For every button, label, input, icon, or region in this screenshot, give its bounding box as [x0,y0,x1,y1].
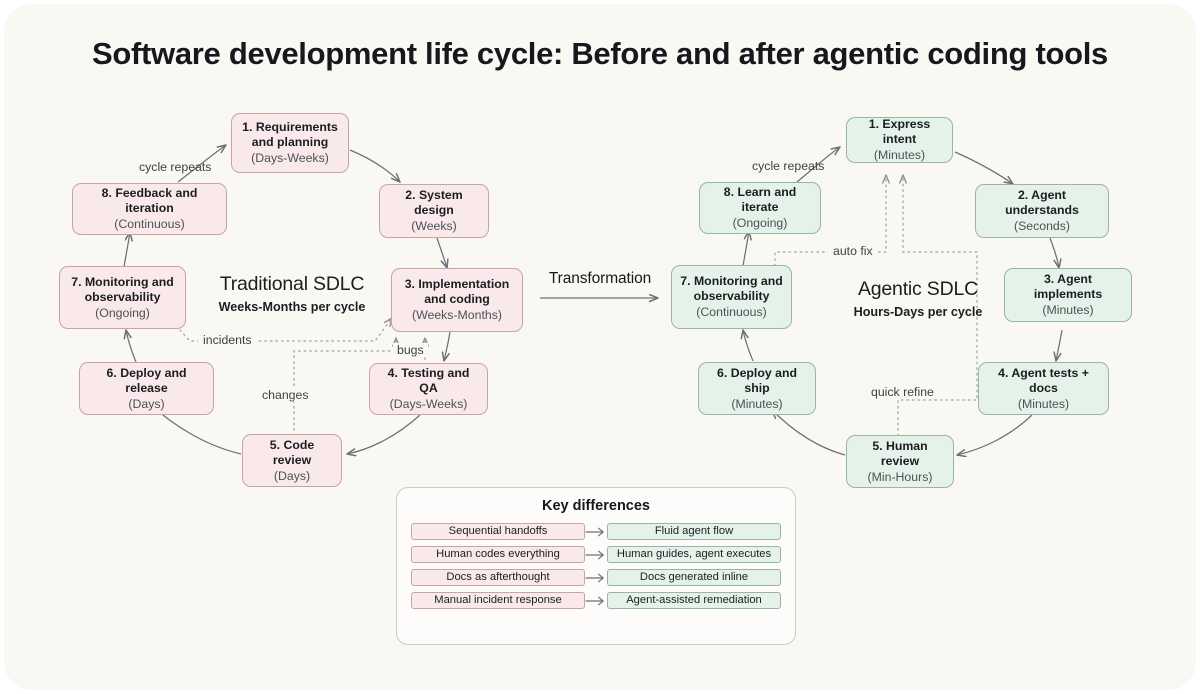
node-time: (Ongoing) [732,216,788,230]
legend-before-chip: Manual incident response [411,592,585,609]
node-time: (Weeks) [411,219,457,233]
edge-label-cycle-repeats-right: cycle repeats [752,159,825,173]
node-agentic-4[interactable]: 4. Agent tests + docs (Minutes) [978,362,1109,415]
node-agentic-6[interactable]: 6. Deploy and ship (Minutes) [698,362,816,415]
node-agentic-5[interactable]: 5. Human review (Min-Hours) [846,435,954,488]
node-time: (Days-Weeks) [251,151,329,165]
node-label: 3. Agent implements [1033,272,1103,301]
node-traditional-5[interactable]: 5. Code review (Days) [242,434,342,487]
legend-after-chip: Human guides, agent executes [607,546,781,563]
edge-label-cycle-repeats-left: cycle repeats [139,160,212,174]
edge-label-quick-refine: quick refine [866,385,939,399]
node-label: 5. Human review [872,438,928,468]
node-time: (Days-Weeks) [389,397,468,411]
node-time: (Ongoing) [95,305,150,320]
node-label: 5. Code review [269,437,315,467]
edge-label-bugs: bugs [393,343,428,357]
node-traditional-6[interactable]: 6. Deploy and release (Days) [79,362,214,415]
legend-row: Sequential handoffs Fluid agent flow [411,523,781,540]
node-label: 7. Monitoring and observability [680,274,783,303]
traditional-subtitle: Weeks-Months per cycle [218,300,366,314]
node-traditional-1[interactable]: 1. Requirements and planning (Days-Weeks… [231,113,349,173]
arrow-right-icon [585,546,607,563]
edge-label-changes: changes [257,388,314,402]
node-label: 1. Requirements and planning [242,120,338,149]
legend-after-chip: Agent-assisted remediation [607,592,781,609]
arrow-right-icon [585,523,607,540]
edge-label-auto-fix: auto fix [828,244,878,258]
node-time: (Minutes) [731,396,783,411]
node-time: (Minutes) [1017,396,1070,411]
transformation-block: Transformation [530,270,670,288]
legend-row: Manual incident response Agent-assisted … [411,592,781,609]
node-time: (Minutes) [873,148,926,162]
key-differences-panel: Key differences Sequential handoffs Flui… [396,487,796,645]
legend-row: Docs as afterthought Docs generated inli… [411,569,781,586]
node-agentic-2[interactable]: 2. Agent understands (Seconds) [975,184,1109,238]
node-traditional-2[interactable]: 2. System design (Weeks) [379,184,489,238]
legend-before-chip: Sequential handoffs [411,523,585,540]
node-traditional-3[interactable]: 3. Implementation and coding (Weeks-Mont… [391,268,523,332]
node-traditional-7[interactable]: 7. Monitoring and observability (Ongoing… [59,266,186,329]
node-time: (Continuous) [114,217,185,231]
node-label: 8. Learn and iterate [723,185,797,214]
node-traditional-8[interactable]: 8. Feedback and iteration (Continuous) [72,183,227,235]
node-agentic-3[interactable]: 3. Agent implements (Minutes) [1004,268,1132,322]
node-label: 7. Monitoring and observability [71,274,174,304]
node-label: 1. Express intent [868,117,931,146]
legend-after-chip: Fluid agent flow [607,523,781,540]
legend-after-chip: Docs generated inline [607,569,781,586]
edge-label-incidents: incidents [198,333,257,347]
node-label: 2. Agent understands [1005,188,1079,217]
transformation-label: Transformation [548,270,652,287]
node-agentic-7[interactable]: 7. Monitoring and observability (Continu… [671,265,792,329]
node-label: 3. Implementation and coding [404,277,510,306]
arrow-right-icon [585,592,607,609]
traditional-title: Traditional SDLC [219,273,365,295]
node-time: (Weeks-Months) [412,308,502,322]
legend-row: Human codes everything Human guides, age… [411,546,781,563]
node-label: 4. Testing and QA [387,366,470,395]
node-time: (Days) [128,396,165,411]
node-time: (Min-Hours) [867,469,933,484]
legend-title: Key differences [542,498,650,514]
page-title: Software development life cycle: Before … [91,36,1108,71]
node-label: 6. Deploy and ship [717,365,797,395]
legend-before-chip: Human codes everything [411,546,585,563]
node-label: 4. Agent tests + docs [998,365,1089,395]
node-agentic-8[interactable]: 8. Learn and iterate (Ongoing) [699,182,821,234]
node-label: 8. Feedback and iteration [101,186,198,215]
node-time: (Seconds) [1013,219,1071,233]
node-label: 6. Deploy and release [106,365,187,395]
node-agentic-1[interactable]: 1. Express intent (Minutes) [846,117,953,163]
node-traditional-4[interactable]: 4. Testing and QA (Days-Weeks) [369,363,488,415]
legend-before-chip: Docs as afterthought [411,569,585,586]
node-time: (Continuous) [696,305,767,319]
agentic-title: Agentic SDLC [857,278,979,300]
node-label: 2. System design [405,188,463,217]
node-time: (Minutes) [1042,303,1094,317]
node-time: (Days) [273,468,311,483]
arrow-right-icon [585,569,607,586]
agentic-center-label: Agentic SDLC Hours-Days per cycle [798,278,1038,319]
traditional-center-label: Traditional SDLC Weeks-Months per cycle [172,273,412,314]
agentic-subtitle: Hours-Days per cycle [853,305,983,319]
